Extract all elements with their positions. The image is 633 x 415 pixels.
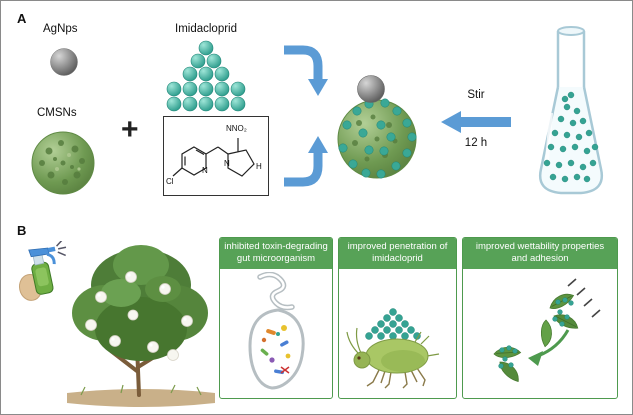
erlenmeyer-flask-icon (538, 26, 604, 195)
imidacloprid-particles-icon (166, 40, 246, 112)
agnps-sphere-icon (50, 48, 78, 76)
spray-bottle-icon (18, 241, 67, 301)
result-box-wettability: improved wettability properties and adhe… (462, 237, 618, 399)
imidacloprid-structure-icon: Cl N N H NNO₂ (163, 116, 269, 196)
gut-illustration-icon (248, 272, 305, 390)
leaves-illustration-icon (493, 278, 601, 383)
stir-label: Stir (467, 89, 485, 101)
result-box-gut-title: inhibited toxin-degrading gut microorgan… (220, 238, 332, 269)
panel-b-label: B (17, 223, 27, 238)
chem-nno2-label: NNO₂ (226, 124, 247, 133)
duration-label: 12 h (464, 137, 488, 149)
aphid-illustration-icon (346, 308, 440, 389)
result-box-wettability-title: improved wettability properties and adhe… (463, 238, 617, 269)
result-box-penetration: improved penetration of imidacloprid (338, 237, 457, 399)
composite-particle-icon (337, 75, 417, 179)
combine-arrows-icon (284, 45, 328, 187)
plus-sign: + (121, 113, 139, 146)
chem-cl-label: Cl (166, 177, 174, 186)
stir-arrow-icon (441, 111, 511, 133)
cmsn-sphere-icon (31, 131, 95, 195)
result-box-gut: inhibited toxin-degrading gut microorgan… (219, 237, 333, 399)
cotton-plant-icon (67, 245, 215, 407)
panel-a-label: A (17, 11, 27, 26)
imidacloprid-label: Imidacloprid (175, 23, 237, 35)
cmsns-label: CMSNs (37, 107, 77, 119)
result-box-gut-body (220, 269, 332, 398)
chem-pyridine-n-label: N (202, 166, 208, 175)
result-box-penetration-body (339, 269, 456, 398)
result-box-wettability-body (463, 269, 617, 398)
agnps-label: AgNps (43, 23, 78, 35)
chem-ring-n-label: N (224, 159, 230, 168)
chem-ring-h-label: H (256, 162, 262, 171)
result-box-penetration-title: improved penetration of imidacloprid (339, 238, 456, 269)
